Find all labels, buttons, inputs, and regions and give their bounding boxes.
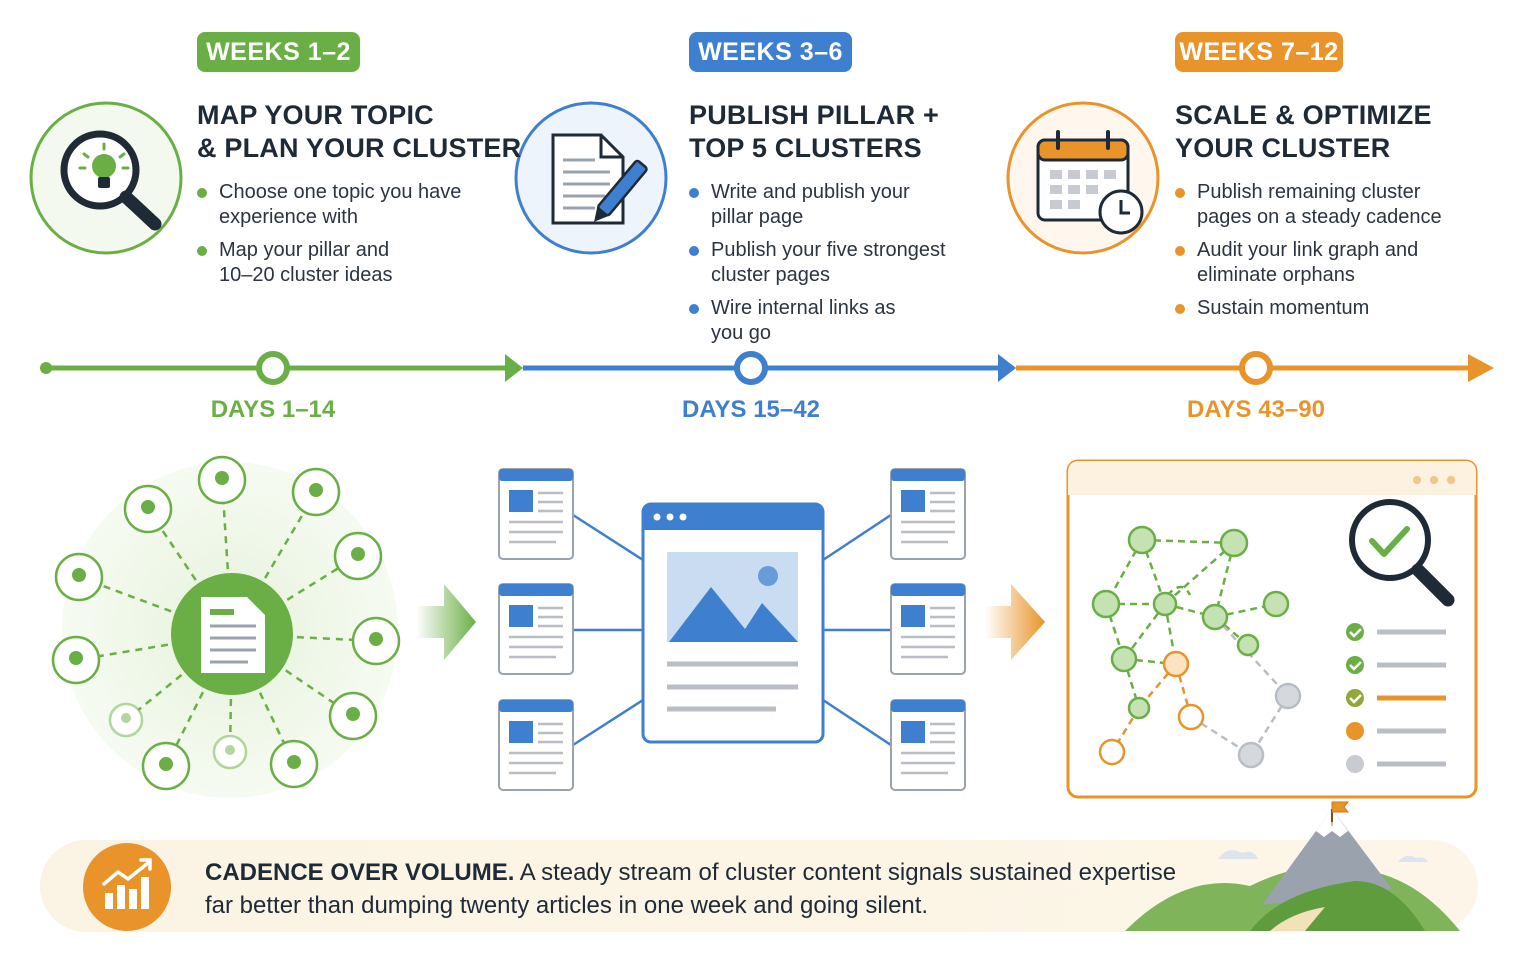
milestone-2 (734, 351, 768, 385)
check-magnifier-icon (1349, 499, 1455, 607)
phase-3-badge: WEEKS 7–12 (1175, 32, 1343, 72)
phase-2-badge: WEEKS 3–6 (689, 32, 852, 72)
phase-1-title: MAP YOUR TOPIC & PLAN YOUR CLUSTER (197, 100, 522, 163)
arrow-orange-icon (985, 584, 1045, 660)
link-graph-audit-illustration (1066, 459, 1478, 799)
cluster-hub-illustration (51, 455, 401, 798)
pillar-cluster-illustration (497, 467, 967, 792)
calendar-clock-icon (1006, 101, 1160, 255)
list-item: Sustain momentum (1175, 296, 1475, 321)
cluster-page-cards (497, 467, 967, 792)
phase-1-badge: WEEKS 1–2 (197, 32, 360, 72)
phase-3-days: DAYS 43–90 (1187, 396, 1325, 423)
phase-2-title: PUBLISH PILLAR + TOP 5 CLUSTERS (689, 100, 939, 163)
phase-1-days: DAYS 1–14 (210, 396, 336, 423)
milestone-3 (1239, 351, 1273, 385)
lightbulb-magnifier-icon (29, 101, 183, 255)
cadence-banner-text: CADENCE OVER VOLUME. A steady stream of … (205, 859, 1177, 919)
phase-2-days: DAYS 15–42 (682, 396, 820, 423)
milestone-1 (256, 351, 290, 385)
arrow-green-icon (416, 584, 476, 660)
phase-3-title: SCALE & OPTIMIZE YOUR CLUSTER (1175, 100, 1432, 163)
audit-checklist (1346, 623, 1446, 773)
document-pen-icon (514, 101, 668, 255)
timeline (40, 351, 1494, 385)
